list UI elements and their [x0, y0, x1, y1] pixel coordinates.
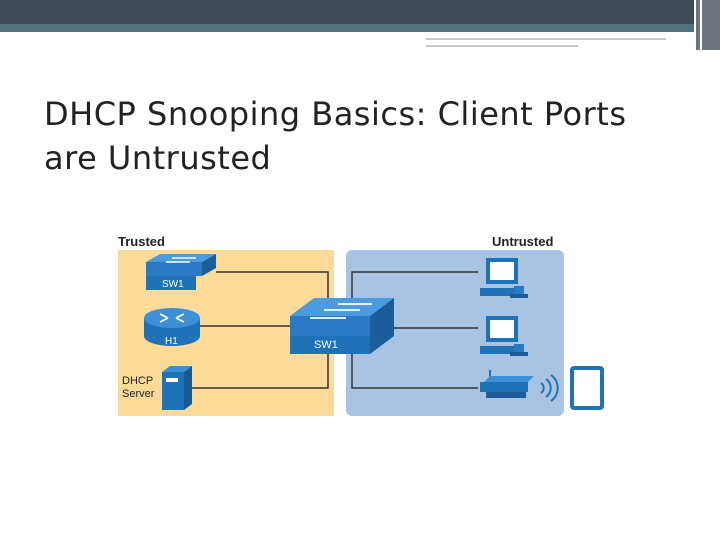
server-label-line1: DHCP [122, 375, 153, 387]
router-label: H1 [165, 336, 178, 347]
untrusted-label: Untrusted [492, 234, 553, 249]
slide-title: DHCP Snooping Basics: Client Ports are U… [44, 95, 627, 177]
wireless-signal-icon [540, 374, 559, 402]
header-accent-stripe [0, 24, 700, 32]
pc-icon [480, 316, 528, 356]
header-divider [700, 0, 702, 50]
header-rule [426, 38, 666, 40]
center-switch-label: SW1 [314, 339, 338, 351]
server-icon [162, 366, 192, 410]
header-divider [694, 0, 696, 50]
center-switch-icon [290, 298, 394, 354]
header-corner-block [694, 0, 720, 50]
header-rule [426, 45, 578, 47]
tablet-icon [570, 366, 604, 410]
server-label-line2: Server [122, 388, 155, 400]
slide-header-bar [0, 0, 720, 50]
left-switch-label: SW1 [162, 279, 184, 290]
router-icon [144, 308, 200, 346]
access-point-icon [480, 370, 534, 398]
left-switch-icon [146, 254, 216, 290]
trusted-label: Trusted [118, 234, 165, 249]
pc-icon [480, 258, 528, 298]
